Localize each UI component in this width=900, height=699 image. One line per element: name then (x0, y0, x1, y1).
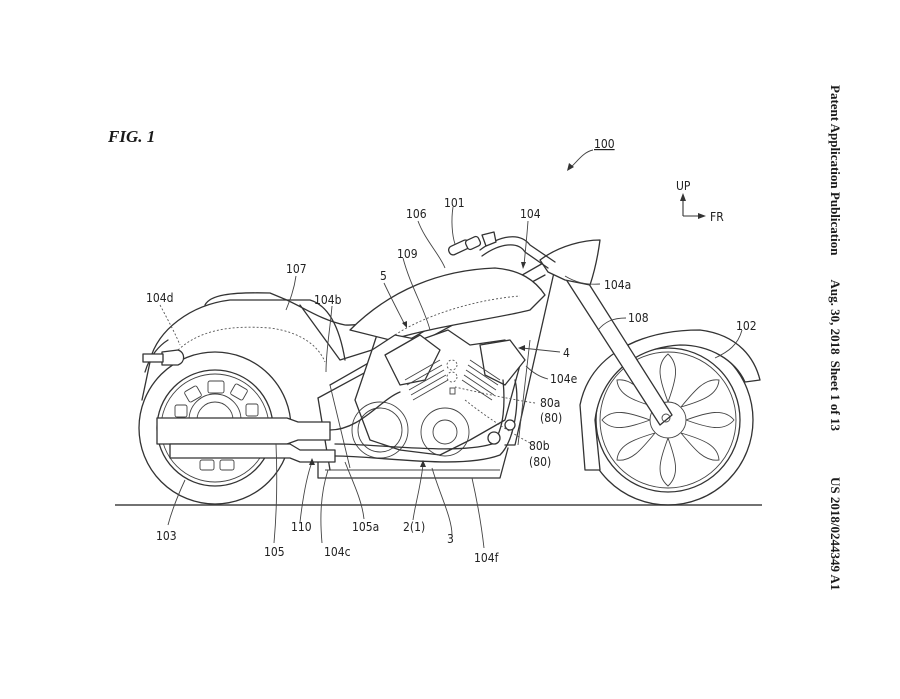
label-108: 108 (628, 311, 649, 325)
headlight (539, 239, 601, 286)
label-104f: 104f (474, 551, 500, 565)
label-3: 3 (447, 532, 454, 546)
label-4: 4 (563, 346, 570, 360)
label-104: 104 (520, 207, 541, 221)
figure-title: FIG. 1 (108, 127, 156, 146)
label-102: 102 (736, 319, 757, 333)
direction-indicator: UP FR (676, 179, 724, 224)
front-fender (579, 329, 761, 471)
tail-light (141, 349, 185, 401)
label-5: 5 (380, 269, 387, 283)
label-104b: 104b (314, 293, 342, 307)
fuel-tank (349, 267, 546, 341)
label-105: 105 (264, 545, 285, 559)
label-104d: 104d (146, 291, 173, 305)
up-label: UP (676, 179, 691, 193)
label-80b: 80b (529, 439, 550, 453)
label-100: 100 (594, 137, 615, 151)
reference-labels: 101 106 104 107 104d 5 109 104b 104a 108… (146, 196, 757, 565)
label-80a-group: (80) (540, 411, 562, 425)
label-106: 106 (406, 207, 427, 221)
handlebar (448, 231, 556, 269)
engine (351, 329, 526, 459)
label-101: 101 (444, 196, 465, 210)
label-103: 103 (156, 529, 177, 543)
label-105a: 105a (352, 520, 379, 534)
label-104e: 104e (550, 372, 578, 386)
label-104a: 104a (604, 278, 631, 292)
label-110: 110 (291, 520, 312, 534)
label-80a: 80a (540, 396, 560, 410)
label-80b-group: (80) (529, 455, 551, 469)
leader-lines (159, 206, 743, 549)
rear-fender (149, 299, 346, 361)
label-107: 107 (286, 262, 307, 276)
fender-inner-dash (177, 326, 326, 363)
front-label: FR (710, 210, 724, 224)
label-109: 109 (397, 247, 418, 261)
reference-100: 100 (567, 137, 615, 171)
exhaust-muffler (156, 379, 518, 463)
label-2-1: 2(1) (403, 520, 425, 534)
label-104c: 104c (324, 545, 351, 559)
